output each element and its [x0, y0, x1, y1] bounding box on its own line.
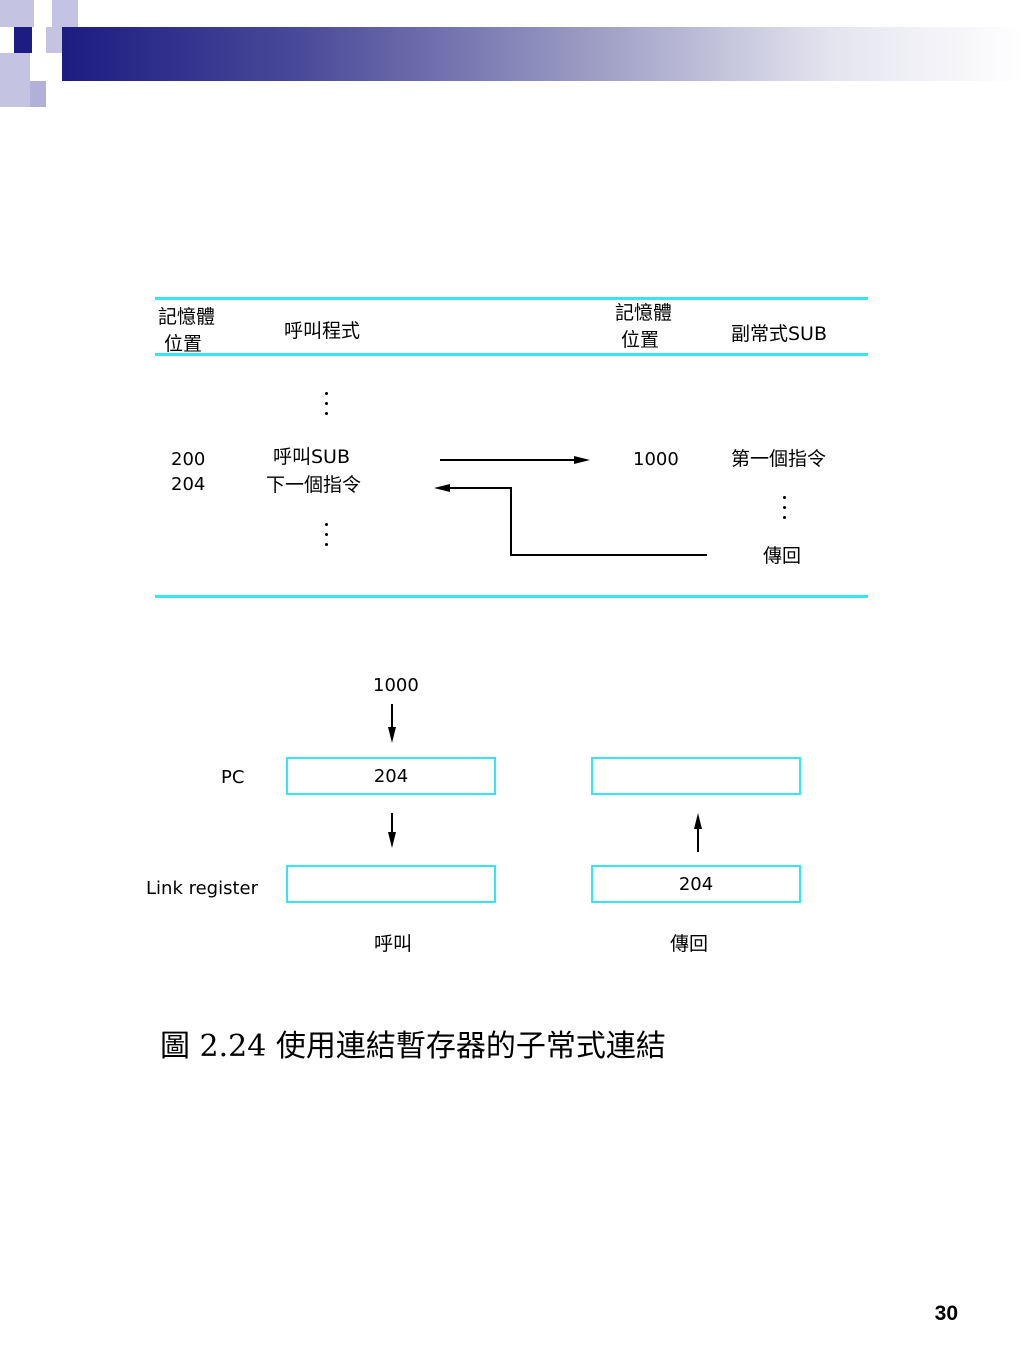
right-header-prog: 副常式SUB — [731, 323, 828, 345]
next-instr: 下一個指令 — [266, 474, 362, 496]
left-ellipsis-top — [325, 392, 329, 422]
first-instr: 第一個指令 — [731, 448, 827, 470]
right-header-addr-line2: 位置 — [621, 329, 660, 351]
call-sub-instr: 呼叫SUB — [273, 446, 351, 468]
addr-1000: 1000 — [633, 449, 679, 470]
arrow-into-pc — [388, 704, 396, 743]
arrow-link-to-pc — [694, 813, 702, 852]
right-header-addr-line1: 記憶體 — [615, 302, 673, 324]
table-top-rule — [155, 297, 868, 300]
header-square-light-left — [0, 53, 30, 107]
header-square-navy — [14, 27, 32, 53]
left-header-addr-line2: 位置 — [164, 333, 203, 355]
arrow-pc-to-link — [388, 813, 396, 848]
right-ellipsis — [783, 496, 787, 526]
return-label: 傳回 — [670, 933, 709, 955]
header-square-white-top — [34, 0, 52, 27]
return-arrow — [434, 484, 707, 556]
header-square-light-mid — [30, 81, 46, 107]
call-label: 呼叫 — [374, 933, 413, 955]
addr-204: 204 — [171, 474, 206, 495]
figure-caption: 圖 2.24 使用連結暫存器的子常式連結 — [160, 1029, 666, 1064]
input-value-1000: 1000 — [373, 675, 419, 696]
return-instr: 傳回 — [763, 545, 802, 567]
pc-box-call: 204 — [286, 757, 496, 795]
link-box-return: 204 — [591, 865, 801, 903]
pc-box-return — [591, 757, 801, 795]
call-arrow — [440, 456, 590, 464]
header-gradient-bar — [62, 27, 1024, 81]
left-ellipsis-bottom — [325, 523, 329, 553]
left-header-addr-line1: 記憶體 — [158, 306, 216, 328]
link-register-label: Link register — [146, 878, 258, 899]
link-box-call — [286, 865, 496, 903]
table-bottom-rule — [155, 595, 868, 598]
pc-label: PC — [221, 767, 245, 788]
header-square-light-right — [46, 27, 62, 53]
table-header-rule — [155, 353, 868, 356]
left-header-prog: 呼叫程式 — [284, 320, 361, 342]
page-number: 30 — [934, 1302, 958, 1325]
addr-200: 200 — [171, 449, 206, 470]
